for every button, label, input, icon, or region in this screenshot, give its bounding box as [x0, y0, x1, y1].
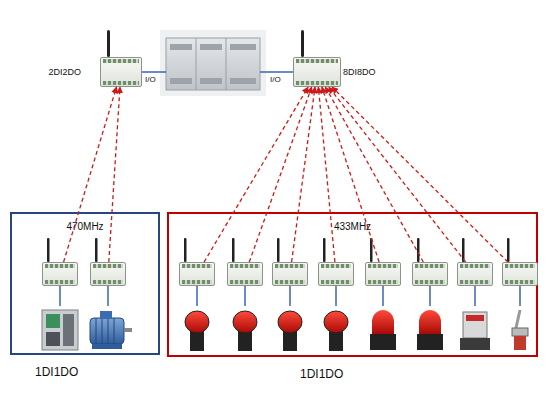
radio-module	[272, 262, 308, 286]
module-type-label: 1DI1DO	[300, 367, 343, 381]
device-label: 8DI8DO	[343, 67, 376, 77]
io-wire	[260, 71, 293, 73]
signal-label: I/O	[145, 75, 156, 84]
push-button	[185, 311, 348, 351]
radio-module	[42, 262, 78, 286]
radio-link	[292, 87, 315, 262]
radio-link	[325, 87, 423, 262]
radio-module	[412, 262, 448, 286]
frequency-group: 433MHz1DI1DO	[167, 212, 538, 357]
motor-image	[90, 311, 132, 349]
io-device: 8DI8DO	[293, 57, 341, 87]
radio-module	[227, 262, 263, 286]
frequency-group: 470MHz1DI1DO	[10, 212, 160, 355]
io-wire	[142, 71, 166, 73]
radio-link	[322, 87, 379, 262]
radio-link	[332, 87, 508, 262]
signal-label: I/O	[270, 75, 281, 84]
radio-module	[502, 262, 538, 286]
radio-link	[249, 87, 311, 262]
radio-link	[204, 87, 308, 262]
frequency-label: 470MHz	[12, 221, 158, 232]
device-wire	[60, 286, 520, 306]
frequency-label: 433MHz	[169, 221, 536, 232]
antenna	[47, 238, 510, 262]
radio-module	[457, 262, 493, 286]
radio-module	[90, 262, 126, 286]
radio-link	[64, 87, 117, 262]
toggle-switch	[512, 310, 528, 350]
radio-link	[318, 87, 335, 262]
radio-module	[365, 262, 401, 286]
inverter-image	[42, 310, 78, 350]
radio-module	[179, 262, 215, 286]
radio-module	[318, 262, 354, 286]
radio-link	[329, 87, 466, 262]
module-type-label: 1DI1DO	[35, 365, 78, 379]
signal-light	[370, 310, 443, 350]
antenna	[107, 30, 304, 57]
plc-image	[160, 30, 266, 96]
device-label: 2DI2DO	[48, 67, 81, 77]
relay-image	[460, 312, 490, 350]
io-device: 2DI2DO	[100, 57, 142, 87]
radio-link	[109, 87, 120, 262]
